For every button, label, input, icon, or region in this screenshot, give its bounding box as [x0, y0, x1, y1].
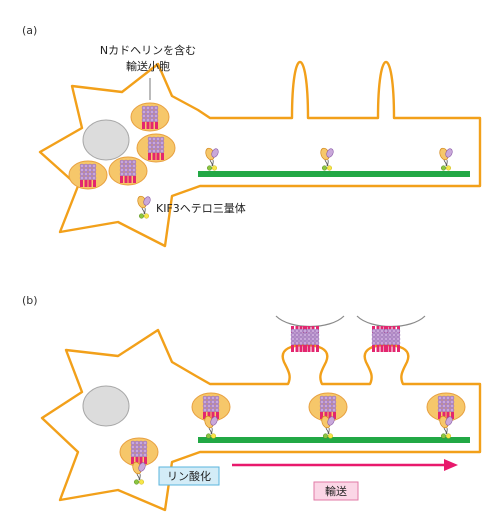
- panel-a: (a) Nカドヘリンを含む 輸送小胞 KIF3ヘテロ三量体: [22, 24, 482, 248]
- partner-cadherin-right: [356, 315, 426, 350]
- vesicle-label-line1: Nカドヘリンを含む: [100, 43, 196, 57]
- transport-label: 輸送: [325, 484, 347, 498]
- vesicle-a-2: [137, 134, 175, 162]
- partner-cadherin-left: [275, 315, 345, 350]
- vesicle-a-3: [69, 161, 107, 189]
- panel-b: (b): [22, 294, 482, 512]
- nucleus-b: [82, 385, 130, 427]
- panel-b-label: (b): [22, 294, 38, 307]
- phosphorylation-box: [158, 466, 220, 486]
- vesicle-label-line2: 輸送小胞: [126, 59, 170, 73]
- transport-arrow-head: [444, 459, 458, 471]
- microtubule-a: [198, 171, 470, 177]
- transport-box: [313, 481, 359, 501]
- microtubule-b: [198, 437, 470, 443]
- nucleus-a: [82, 119, 130, 161]
- kif3-label: KIF3ヘテロ三量体: [156, 201, 246, 215]
- phosphorylation-label: リン酸化: [167, 469, 211, 483]
- panel-a-label: (a): [22, 24, 37, 37]
- vesicle-a-4: [109, 157, 147, 185]
- neuron-outline-b: [40, 328, 482, 512]
- vesicle-a-1: [131, 103, 169, 131]
